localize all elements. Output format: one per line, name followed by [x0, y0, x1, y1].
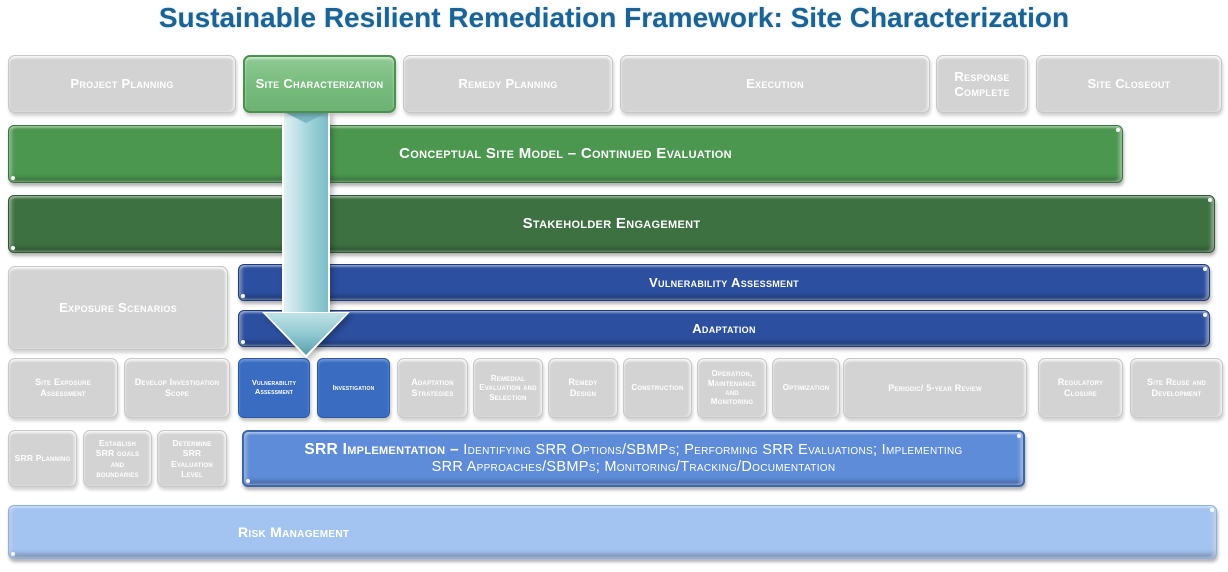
box-establish-srr-goals: Establish SRR goals and boundaries — [83, 430, 152, 487]
bar-adaptation: Adaptation — [238, 310, 1210, 347]
step-site-reuse-development: Site Reuse and Development — [1130, 358, 1223, 418]
step-remedial-evaluation-selection: Remedial Evaluation and Selection — [473, 358, 543, 418]
step-adaptation-strategies: Adaptation Strategies — [397, 358, 468, 418]
step-remedy-design: Remedy Design — [548, 358, 618, 418]
box-srr-planning: SRR Planning — [8, 430, 77, 487]
srr-implementation-text: SRR Implementation – Identifying SRR Opt… — [299, 441, 968, 476]
bar-conceptual-site-model: Conceptual Site Model – Continued Evalua… — [8, 125, 1123, 183]
step-regulatory-closure: Regulatory Closure — [1038, 358, 1123, 418]
down-arrow-shaft — [282, 112, 330, 314]
phase-site-closeout: Site Closeout — [1036, 55, 1222, 113]
step-periodic-5-year-review: Periodic/ 5-year Review — [843, 358, 1027, 418]
bar-srr-implementation: SRR Implementation – Identifying SRR Opt… — [242, 430, 1025, 487]
step-investigation: Investigation — [317, 358, 390, 418]
page-title: Sustainable Resilient Remediation Framew… — [158, 2, 1070, 33]
step-vulnerability-assessment: Vulnerability Assessment — [238, 358, 310, 418]
bar-stakeholder-engagement: Stakeholder Engagement — [8, 195, 1215, 253]
down-arrow-head — [265, 313, 347, 355]
bar-vulnerability-assessment: Vulnerability Assessment — [238, 264, 1210, 301]
step-optimization: Optimization — [772, 358, 840, 418]
srr-implementation-detail: Identifying SRR Options/SBMPs; Performin… — [431, 441, 963, 476]
phase-project-planning: Project Planning — [8, 55, 236, 113]
bar-risk-management: Risk Management — [8, 505, 1217, 559]
down-arrow — [262, 112, 350, 358]
down-arrow-notch — [284, 112, 328, 123]
step-site-exposure-assessment: Site Exposure Assessment — [8, 358, 118, 418]
srr-implementation-lead: SRR Implementation – — [304, 440, 459, 458]
box-exposure-scenarios: Exposure Scenarios — [8, 266, 228, 350]
box-determine-srr-evaluation-level: Determine SRR Evaluation Level — [157, 430, 227, 487]
phase-remedy-planning: Remedy Planning — [403, 55, 613, 113]
step-operation-maintenance-monitoring: Operation, Maintenance and Monitoring — [697, 358, 767, 418]
phase-response-complete: Response Complete — [936, 55, 1028, 113]
phase-site-characterization: Site Characterization — [243, 55, 396, 113]
step-construction: Construction — [623, 358, 692, 418]
phase-execution: Execution — [620, 55, 930, 113]
step-develop-investigation-scope: Develop Investigation Scope — [124, 358, 230, 418]
